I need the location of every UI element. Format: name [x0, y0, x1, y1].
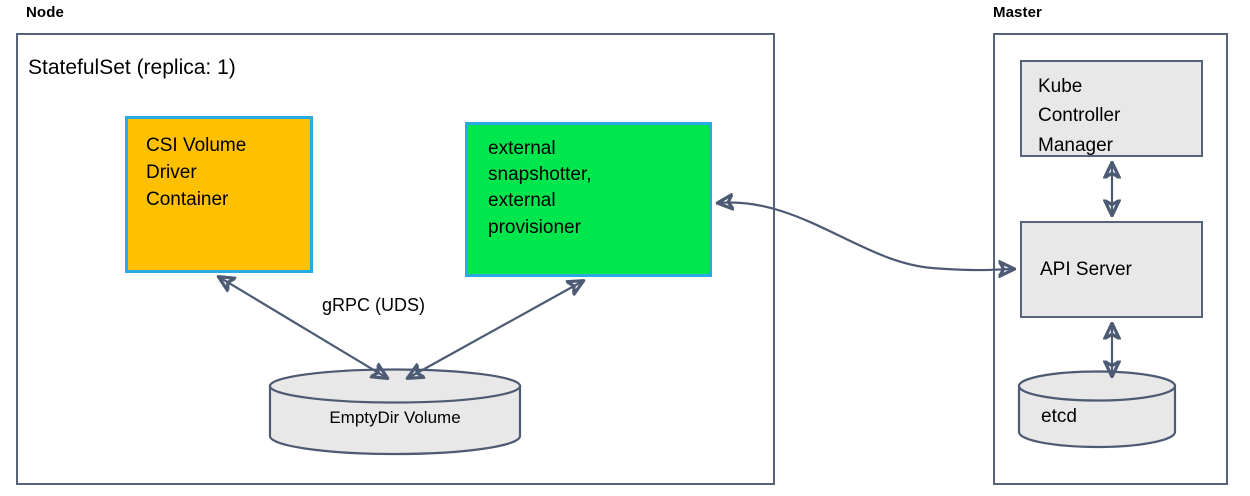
- master-group-label: Master: [993, 4, 1042, 21]
- statefulset-heading: StatefulSet (replica: 1): [28, 56, 236, 79]
- node-kube-controller-manager[interactable]: Kube Controller Manager: [1020, 60, 1203, 157]
- node-external-sidecars[interactable]: external snapshotter, external provision…: [465, 122, 712, 277]
- edge-label-grpc-uds: gRPC (UDS): [322, 295, 426, 315]
- node-emptydir-volume[interactable]: EmptyDir Volume: [268, 368, 522, 456]
- node-group-label: Node: [26, 4, 64, 21]
- node-api-server[interactable]: API Server: [1020, 221, 1203, 318]
- node-etcd[interactable]: etcd: [1017, 370, 1177, 450]
- node-csi-volume-driver-container[interactable]: CSI Volume Driver Container: [125, 116, 313, 273]
